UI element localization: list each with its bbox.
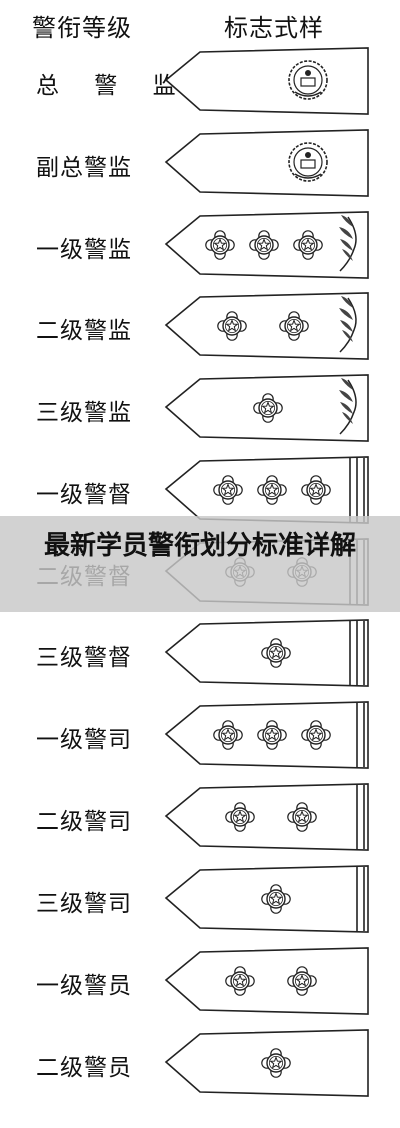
rank-label: 副总警监 [36,155,132,181]
star-emblem-icon [279,311,309,341]
shoulder-board [164,456,369,524]
rank-label: 三级警监 [36,400,132,426]
star-emblem-icon [261,1048,291,1078]
star-emblem-icon [287,802,317,832]
star-emblem-icon [225,966,255,996]
rank-row: 一级警监 [0,204,400,285]
star-emblem-icon [261,638,291,668]
rank-row: 一级警员 [0,940,400,1021]
rank-label: 一级警督 [36,482,132,508]
rank-label: 一级警司 [36,727,132,753]
title-banner: 最新学员警衔划分标准详解 [0,516,400,612]
star-emblem-icon [225,802,255,832]
rank-row: 三级警司 [0,858,400,939]
olive-branch-icon [339,215,357,272]
national-emblem-icon [288,60,328,100]
banner-title: 最新学员警衔划分标准详解 [43,531,356,561]
shoulder-board [164,129,369,197]
star-emblem-icon [205,230,235,260]
star-emblem-icon [253,393,283,423]
rank-label: 二级警员 [36,1055,132,1081]
rank-row: 一级警司 [0,694,400,775]
rank-row: 副总警监 [0,122,400,203]
shoulder-board [164,374,369,442]
rank-row: 二级警员 [0,1022,400,1103]
rank-row: 三级警监 [0,367,400,448]
rank-label: 总 警 监 [36,73,190,99]
shoulder-board [164,211,369,279]
shoulder-board [164,865,369,933]
rank-row: 总 警 监 [0,40,400,121]
shoulder-board [164,1029,369,1097]
shoulder-board [164,783,369,851]
national-emblem-icon [288,142,328,182]
olive-branch-icon [339,378,357,435]
star-emblem-icon [257,720,287,750]
rank-row: 二级警司 [0,776,400,857]
rank-row: 三级警督 [0,612,400,693]
star-emblem-icon [257,475,287,505]
olive-branch-icon [339,296,357,353]
rank-label: 二级警司 [36,809,132,835]
table-header: 警衔等级 标志式样 [0,0,400,44]
star-emblem-icon [301,475,331,505]
shoulder-board [164,947,369,1015]
star-emblem-icon [261,884,291,914]
rank-label: 二级警监 [36,318,132,344]
star-emblem-icon [213,475,243,505]
shoulder-board [164,292,369,360]
star-emblem-icon [213,720,243,750]
shoulder-board [164,47,369,115]
star-emblem-icon [301,720,331,750]
rank-label: 三级警司 [36,891,132,917]
star-emblem-icon [293,230,323,260]
rank-level-heading: 警衔等级 [32,14,132,42]
rank-label: 一级警监 [36,237,132,263]
star-emblem-icon [287,966,317,996]
shoulder-board [164,701,369,769]
rank-row: 二级警监 [0,285,400,366]
rank-row: 一级警督 [0,449,400,530]
rank-label: 三级警督 [36,645,132,671]
insignia-style-heading: 标志式样 [224,14,324,42]
rank-label: 一级警员 [36,973,132,999]
star-emblem-icon [249,230,279,260]
shoulder-board [164,619,369,687]
star-emblem-icon [217,311,247,341]
